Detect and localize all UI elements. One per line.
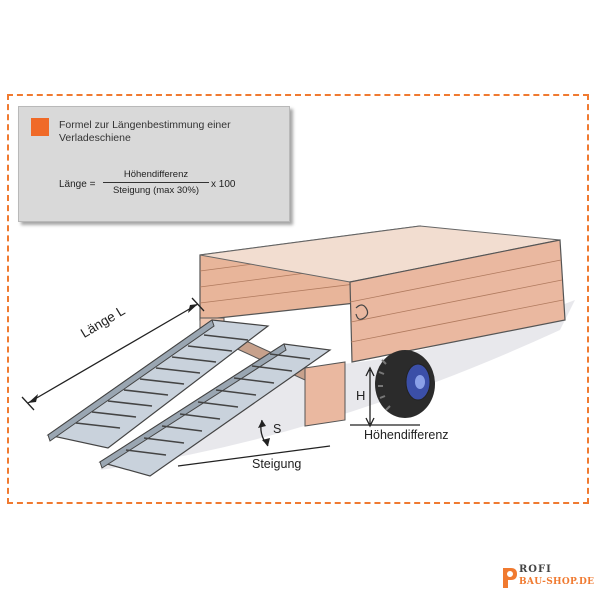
- logo-text-profi: ROFI: [519, 564, 552, 575]
- profi-bau-shop-logo: ROFI BAU-SHOP.DE: [497, 562, 597, 594]
- ramp-right-rungs: [125, 353, 311, 456]
- formula-denominator: Steigung (max 30%): [112, 185, 200, 196]
- formula-fraction: Höhendifferenz Steigung (max 30%): [103, 169, 209, 196]
- formula-numerator: Höhendifferenz: [123, 169, 189, 180]
- logo-p-icon: [503, 568, 517, 588]
- logo-text-shop: BAU-SHOP.DE: [519, 577, 595, 587]
- chassis-block-center: [304, 361, 346, 427]
- length-dimension-line: [21, 297, 205, 411]
- height-difference-label: Höhendifferenz: [364, 428, 449, 442]
- side-bracket: [355, 304, 369, 320]
- trailer-side-planks: [349, 259, 564, 343]
- slope-arrowheads: [258, 420, 270, 446]
- orange-swatch: [31, 118, 49, 136]
- ramp-right-rail: [99, 343, 287, 469]
- formula-factor: x 100: [211, 179, 236, 190]
- ramp-left-rail: [47, 319, 215, 442]
- slope-baseline: [177, 445, 331, 467]
- height-arrow: [365, 366, 375, 428]
- formula-title: Formel zur Längenbestimmung einer Verlad…: [59, 119, 231, 144]
- formula-lhs: Länge =: [59, 179, 96, 190]
- height-label: H: [356, 388, 366, 403]
- ramp-left-rungs: [75, 334, 249, 429]
- slope-symbol-label: S: [273, 422, 282, 436]
- fraction-bar: [103, 182, 209, 183]
- wheel-tread: [378, 359, 391, 411]
- formula-box: Formel zur Längenbestimmung einer Verlad…: [18, 106, 290, 222]
- dashed-frame: [7, 94, 589, 504]
- slope-label: Steigung: [252, 457, 302, 471]
- wheel-hub: [415, 375, 425, 389]
